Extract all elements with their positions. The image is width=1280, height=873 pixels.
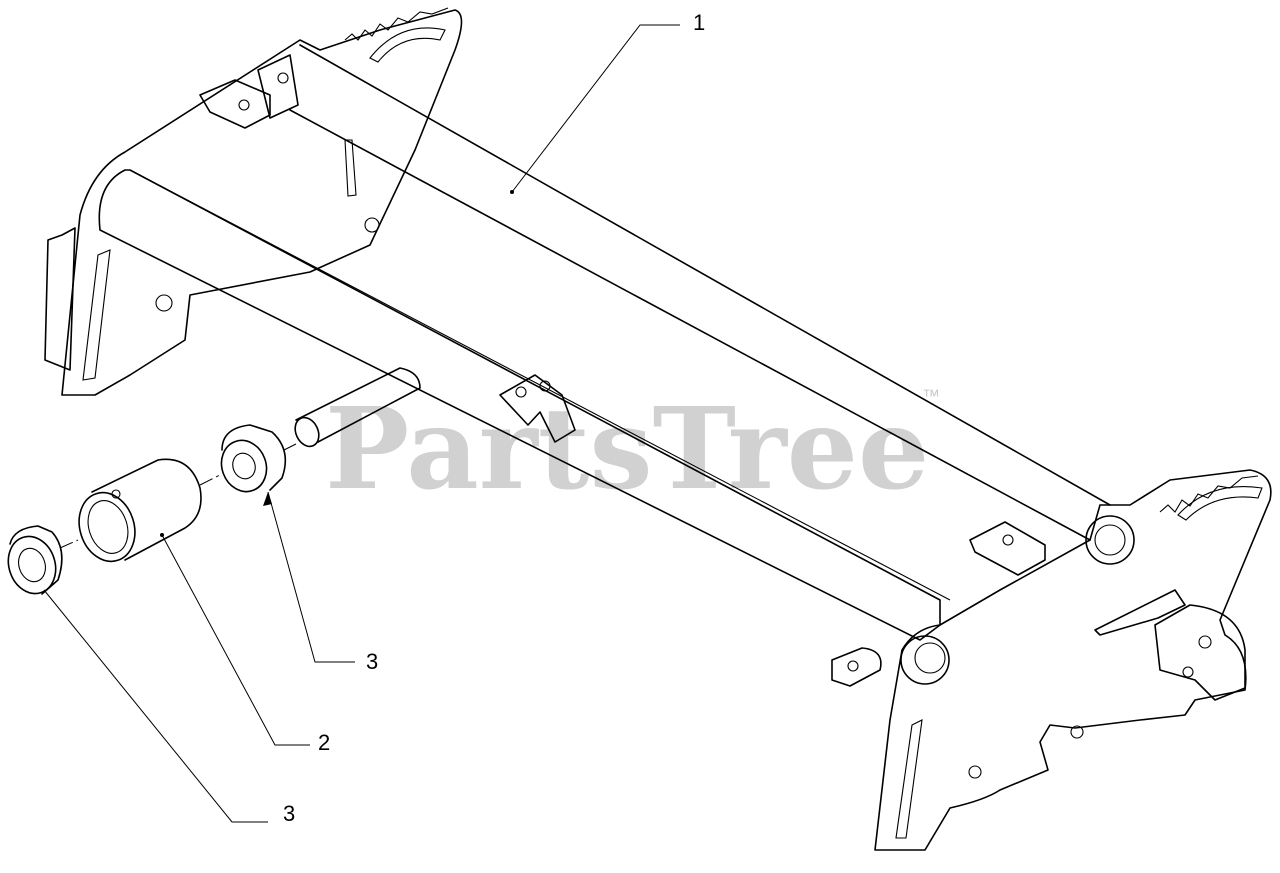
pin-end xyxy=(294,416,320,448)
right-lug xyxy=(1154,604,1246,701)
pin xyxy=(294,367,421,448)
left-plate-hole xyxy=(155,294,173,312)
bushing-grease-hole xyxy=(111,489,121,499)
bracket-hole xyxy=(277,72,289,84)
collar-lower xyxy=(7,525,63,595)
collar-upper xyxy=(220,424,287,493)
leader-1 xyxy=(511,24,680,193)
callout-1: 1 xyxy=(693,10,705,35)
right-plate-upper-bore xyxy=(1094,524,1126,556)
collar-upper-face xyxy=(220,439,268,493)
right-plate-hole xyxy=(1070,725,1084,739)
leader-3-upper xyxy=(267,491,355,663)
left-plate-arc-slot xyxy=(369,27,446,63)
leader-3-lower xyxy=(43,589,268,823)
collar-upper-bore xyxy=(232,452,256,480)
left-plate-slot xyxy=(82,249,111,381)
rear-cross-tube xyxy=(289,44,1111,541)
right-lug-hole xyxy=(1198,635,1212,649)
leader-1-dot xyxy=(510,190,514,194)
collar-lower-body xyxy=(9,525,63,595)
right-plate-arc-slot xyxy=(1177,485,1263,521)
bushing-body xyxy=(91,458,202,561)
bracket-hole xyxy=(1002,534,1014,546)
bracket-hole xyxy=(238,99,250,111)
right-top-bracket xyxy=(969,521,1046,576)
center-tab-hole xyxy=(539,380,551,392)
leader-2-dot xyxy=(160,533,164,537)
collar-lower-face xyxy=(7,535,57,595)
leader-2 xyxy=(161,534,310,746)
bushing-face xyxy=(78,491,136,563)
bushing xyxy=(78,458,202,563)
right-plate-teeth xyxy=(1159,475,1259,513)
leader-lines xyxy=(43,24,680,823)
right-plate-hole xyxy=(968,765,982,779)
right-plate-pivot-bore xyxy=(914,642,946,674)
front-cross-tube xyxy=(98,169,941,641)
right-wedge-bracket xyxy=(1094,589,1186,636)
bushing-bore xyxy=(87,500,129,554)
watermark-text: PartsTree xyxy=(325,384,929,515)
left-upright-bracket xyxy=(257,54,299,119)
lower-tab-hole xyxy=(847,660,859,672)
left-plate-hole xyxy=(364,217,380,233)
left-plate-slot-lower xyxy=(344,139,357,197)
center-tab-hole xyxy=(515,386,527,398)
left-top-bracket xyxy=(199,79,271,129)
lower-tab xyxy=(831,647,882,687)
left-plate-teeth xyxy=(344,7,449,41)
pin-body xyxy=(295,367,421,443)
right-plate-upper-boss xyxy=(1085,515,1135,565)
assembly-axis xyxy=(59,443,297,549)
center-tab xyxy=(499,374,576,443)
left-side-plate-tab xyxy=(44,227,76,371)
collar-lower-bore xyxy=(18,547,46,583)
frame-weldment xyxy=(44,7,1272,851)
collar-upper-body xyxy=(221,424,287,491)
right-plate-pivot-boss xyxy=(900,635,950,685)
right-side-plate xyxy=(874,469,1272,851)
left-side-plate xyxy=(61,9,463,396)
watermark: PartsTree ™ xyxy=(325,384,940,515)
right-plate-slot xyxy=(895,719,923,839)
leader-3-upper-arrow xyxy=(263,492,272,506)
callout-3-lower: 3 xyxy=(283,801,295,826)
right-plate-hole xyxy=(1182,666,1194,678)
callout-2: 2 xyxy=(318,730,330,755)
callout-3-upper: 3 xyxy=(366,649,378,674)
